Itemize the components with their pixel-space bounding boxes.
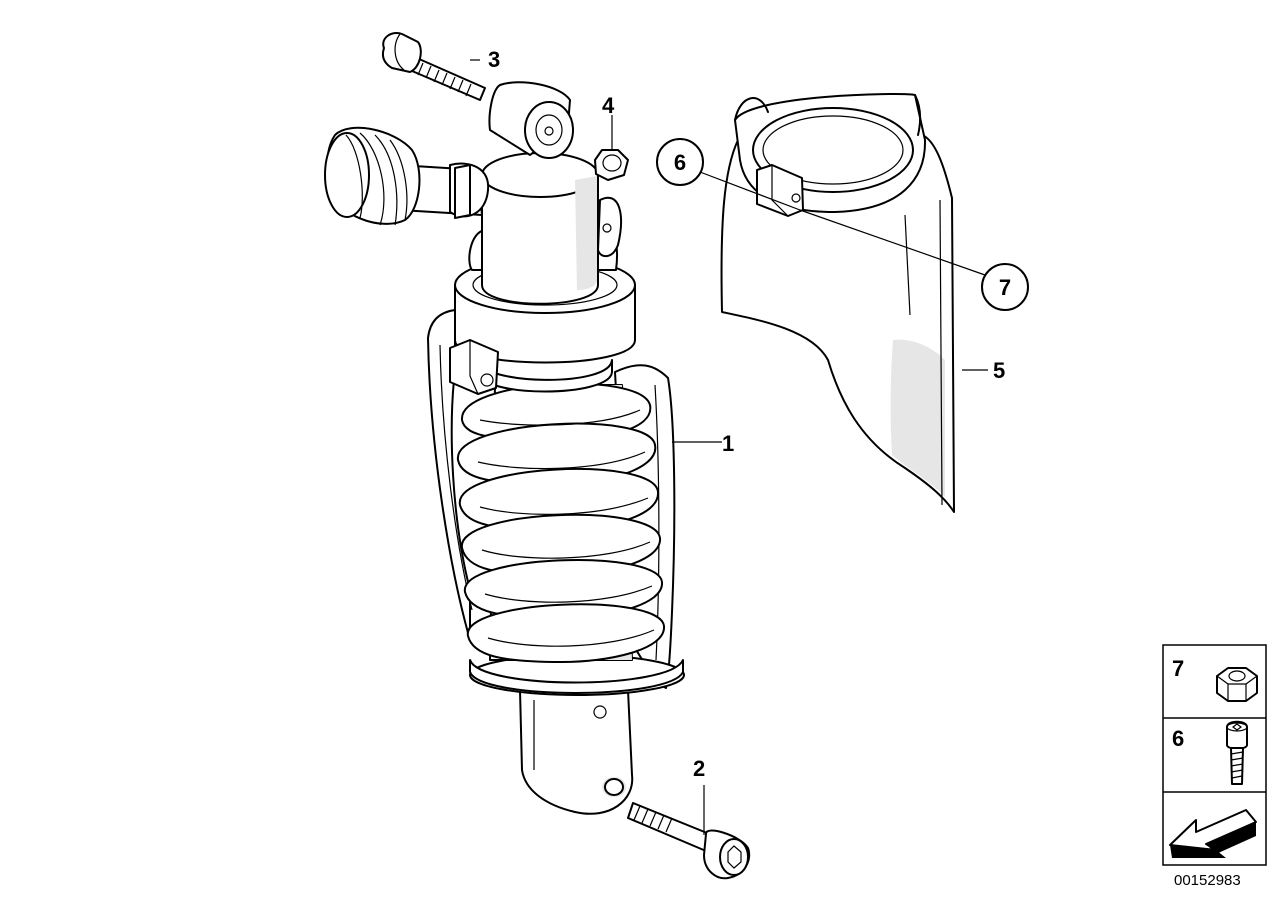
legend-label-nut: 7: [1172, 656, 1184, 681]
callout-2: 2: [693, 756, 705, 781]
callout-6-circle: [656, 138, 704, 186]
callout-7-circle: [981, 263, 1029, 311]
legend-box: 7 6: [1162, 644, 1267, 866]
lower-bolt-part[interactable]: [627, 802, 750, 880]
socket-screw-icon: [1226, 720, 1248, 785]
cover-part[interactable]: [720, 93, 955, 513]
callout-3: 3: [488, 47, 500, 72]
upper-mount-bushing-part[interactable]: [488, 81, 574, 159]
shock-absorber-part[interactable]: [324, 126, 685, 815]
legend-label-screw: 6: [1172, 726, 1184, 751]
callout-1: 1: [722, 431, 734, 456]
callout-6: 6: [674, 150, 686, 175]
upper-bolt-part[interactable]: [382, 32, 486, 101]
hex-nut-icon: [1216, 667, 1258, 702]
leader-lines: [470, 59, 988, 835]
callout-7: 7: [999, 275, 1011, 300]
nut-part[interactable]: [594, 149, 629, 181]
callout-4: 4: [602, 93, 615, 118]
arrow-icon: [1169, 809, 1257, 858]
document-number: 00152983: [1174, 872, 1241, 889]
callout-labels: 1 2 3 4 5 6 7: [488, 47, 1029, 781]
callout-5: 5: [993, 358, 1005, 383]
